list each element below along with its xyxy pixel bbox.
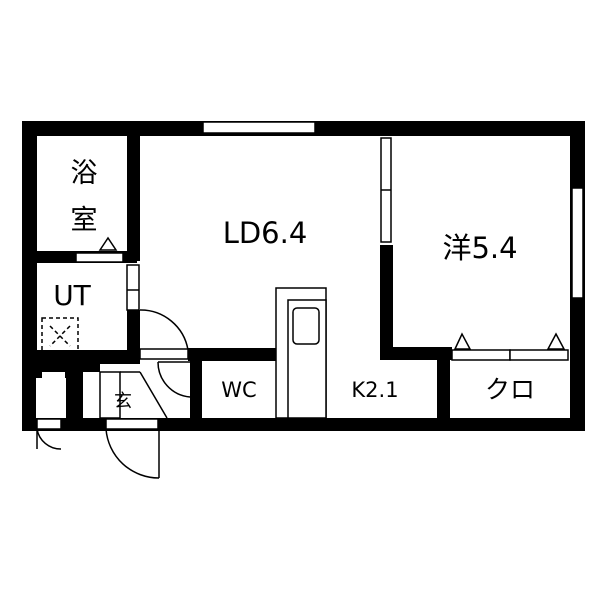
closet-label: クロ	[485, 375, 535, 404]
washing-machine-icon	[41, 317, 79, 355]
bath-door	[75, 236, 124, 263]
western-top-corner	[380, 121, 393, 136]
closet-doors	[451, 332, 569, 361]
ld-label: LD6.4	[223, 216, 308, 250]
ut-side-window	[126, 264, 140, 311]
storage-cell	[36, 378, 66, 418]
bath-label-2: 室	[71, 205, 98, 236]
wc-left-wall	[190, 360, 202, 430]
storage-divider-wall	[65, 360, 83, 430]
entrance-label: 玄	[114, 391, 132, 412]
entrance-top-wall	[22, 360, 100, 372]
windows	[126, 121, 584, 311]
kitchen-label: K2.1	[351, 378, 398, 402]
front-door	[105, 418, 160, 479]
wc-door	[157, 361, 191, 398]
closet-left-wall	[437, 355, 450, 430]
sink-icon	[292, 307, 320, 345]
western-right-window	[571, 187, 584, 299]
ld-window	[202, 121, 316, 134]
wc-top-wall	[188, 348, 288, 361]
western-left-wall	[380, 245, 393, 360]
western-bottom-wall	[380, 347, 452, 360]
left-wall	[22, 121, 37, 431]
kitchen-counter	[275, 287, 327, 419]
ut-right-wall	[127, 310, 140, 360]
utility-label: UT	[53, 279, 91, 312]
bath-label-1: 浴	[71, 158, 98, 189]
wc-label: WC	[221, 378, 256, 402]
entrance-area	[99, 371, 168, 419]
storage-door	[36, 418, 62, 450]
western-room-label: 洋5.4	[442, 231, 517, 265]
bath-right-wall	[127, 121, 140, 261]
ut-door	[139, 309, 189, 360]
